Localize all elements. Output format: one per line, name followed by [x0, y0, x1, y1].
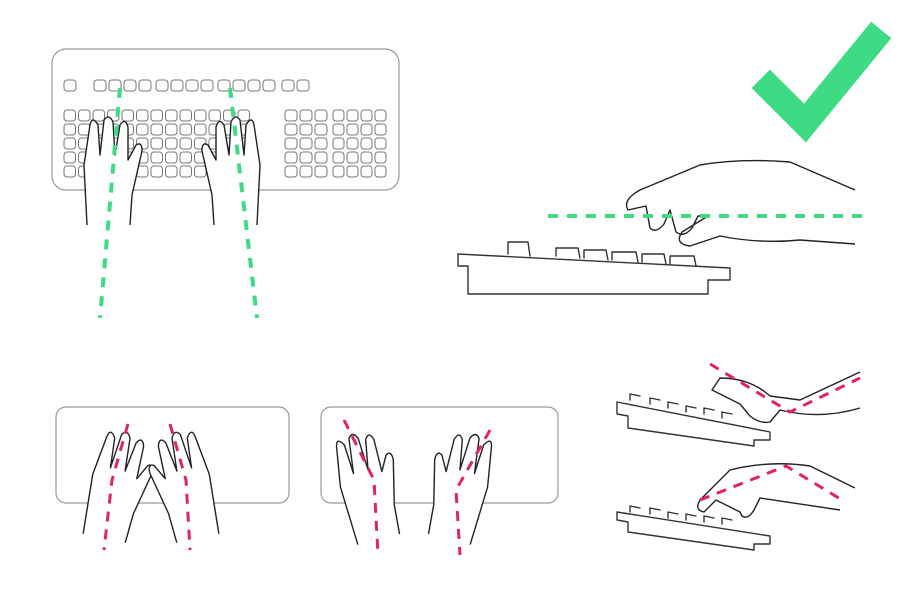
keyboard-side-view-wrist-down [616, 371, 861, 447]
key [332, 123, 345, 136]
hand [427, 433, 493, 545]
key [150, 123, 163, 136]
key [165, 123, 178, 136]
key [179, 137, 192, 150]
hand [201, 116, 261, 226]
key [299, 137, 313, 150]
key [374, 165, 387, 178]
key [299, 123, 313, 136]
keyboard-side-view-correct [457, 241, 731, 295]
key [374, 137, 387, 150]
key [165, 109, 178, 122]
key [92, 109, 105, 122]
key [63, 123, 76, 136]
incorrect-line-3 [342, 419, 380, 556]
keyboard-keys [63, 79, 387, 178]
key [247, 79, 261, 92]
key [237, 109, 250, 122]
key [314, 137, 328, 150]
key [63, 165, 76, 178]
incorrect-wrist-line-up [699, 464, 843, 502]
key [165, 151, 178, 164]
key [150, 109, 163, 122]
keyboard-side-view-wrist-up [616, 463, 856, 551]
key [194, 109, 207, 122]
key [374, 109, 387, 122]
correct-alignment-line-right [228, 87, 259, 319]
hands-angled-inward-incorrect [82, 431, 220, 543]
key [194, 165, 207, 178]
key [123, 79, 137, 92]
key [121, 109, 134, 122]
key [314, 165, 328, 178]
incorrect-line-2 [168, 423, 192, 551]
key [217, 79, 231, 92]
incorrect-line-4 [454, 429, 492, 556]
key [332, 137, 345, 150]
key [208, 109, 221, 122]
key [63, 151, 76, 164]
key [314, 151, 328, 164]
key [179, 123, 192, 136]
key [150, 137, 163, 150]
key [299, 109, 313, 122]
key [284, 109, 298, 122]
key [138, 79, 152, 92]
key [346, 137, 359, 150]
checkmark-icon [751, 21, 892, 143]
key [281, 79, 295, 92]
key [346, 123, 359, 136]
key [299, 165, 313, 178]
key [284, 151, 298, 164]
key [150, 165, 163, 178]
key [232, 79, 246, 92]
key [194, 123, 207, 136]
key [314, 123, 328, 136]
key [346, 151, 359, 164]
key [63, 137, 76, 150]
correct-alignment-line-left [98, 87, 122, 319]
key [150, 151, 163, 164]
key [136, 109, 149, 122]
key [185, 79, 199, 92]
key [262, 79, 276, 92]
key [360, 165, 373, 178]
key [136, 123, 149, 136]
key [296, 79, 310, 92]
key [299, 151, 313, 164]
key [332, 151, 345, 164]
key [360, 109, 373, 122]
hand-side-view-correct [625, 159, 856, 247]
key [314, 109, 328, 122]
key [346, 165, 359, 178]
key [165, 137, 178, 150]
key [155, 79, 169, 92]
key [179, 109, 192, 122]
key [170, 79, 184, 92]
key [284, 137, 298, 150]
key [374, 123, 387, 136]
key [63, 79, 77, 92]
key [284, 165, 298, 178]
key [93, 79, 107, 92]
incorrect-line-1 [102, 423, 130, 551]
key [360, 137, 373, 150]
key [179, 165, 192, 178]
key [346, 109, 359, 122]
key [374, 151, 387, 164]
key [165, 165, 178, 178]
key [360, 123, 373, 136]
key [63, 109, 76, 122]
key [200, 79, 214, 92]
key [332, 109, 345, 122]
hand [148, 431, 220, 543]
key [78, 109, 91, 122]
key [179, 151, 192, 164]
key [332, 165, 345, 178]
incorrect-wrist-line-down [709, 362, 861, 414]
key [360, 151, 373, 164]
key [284, 123, 298, 136]
